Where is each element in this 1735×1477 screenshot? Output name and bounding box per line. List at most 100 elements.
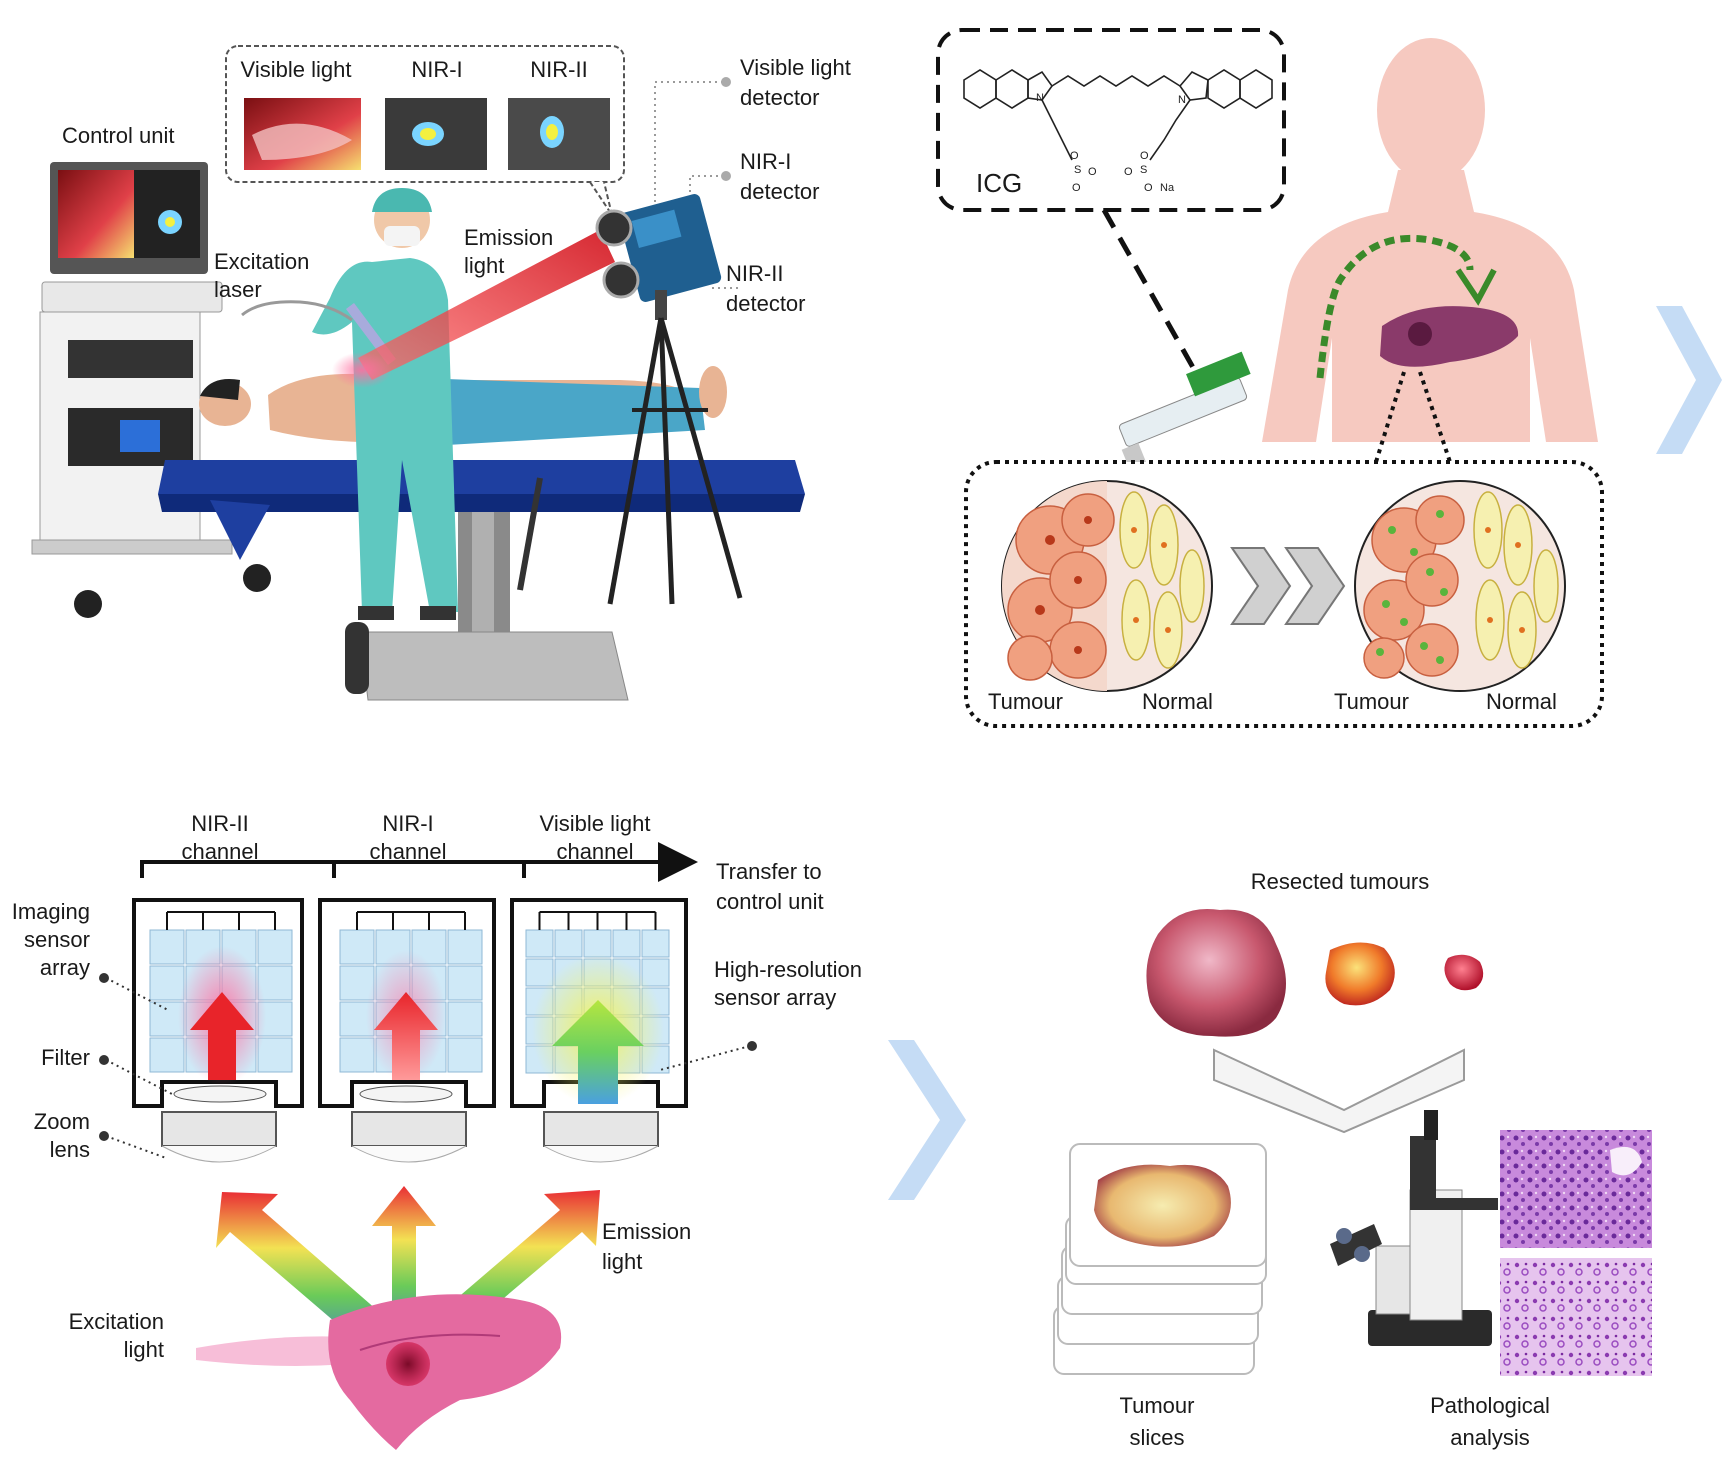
zoom-lens-label-1: Zoom bbox=[33, 1109, 90, 1134]
chem-o-4: O bbox=[1140, 150, 1149, 162]
pathology-label-1: Pathological bbox=[1430, 1393, 1550, 1418]
panel-a-clinical-setup bbox=[31, 45, 805, 701]
imaging-sensor-label-3: array bbox=[39, 955, 90, 980]
injection-dashed-line bbox=[1101, 208, 1211, 396]
excitation-laser-label-1: Excitation bbox=[214, 249, 310, 274]
resected-tumours-label: Resected tumours bbox=[1250, 869, 1430, 894]
sensor-pixel bbox=[447, 1037, 483, 1073]
channel-label-nir1-1: NIR-I bbox=[382, 811, 434, 836]
sensor-pixel bbox=[447, 965, 483, 1001]
micro-view-after bbox=[1354, 480, 1566, 692]
chem-o-6: O bbox=[1144, 182, 1153, 194]
emission-beam bbox=[332, 230, 615, 388]
microscope-icon bbox=[1330, 1110, 1498, 1346]
icg-structure-drawing bbox=[963, 69, 1273, 161]
zoom-lens-group bbox=[161, 1111, 659, 1163]
excitation-laser-label-2: laser bbox=[214, 277, 262, 302]
sensor-pixel bbox=[149, 929, 185, 965]
micro-label-normal-1: Normal bbox=[1142, 689, 1213, 714]
sensor-pixel bbox=[339, 1037, 375, 1073]
sensor-pixel bbox=[257, 929, 293, 965]
sensor-pixel bbox=[149, 1037, 185, 1073]
resected-tumours bbox=[1146, 909, 1484, 1037]
micro-view-before bbox=[1001, 480, 1213, 692]
channel-label-nir1-2: channel bbox=[369, 839, 447, 864]
channel-label-visible-2: channel bbox=[556, 839, 634, 864]
syringe-icon bbox=[1118, 351, 1251, 478]
flow-chevron-down-icon bbox=[1213, 1048, 1465, 1134]
chem-o-2: O bbox=[1088, 166, 1097, 178]
sensor-pixel bbox=[149, 965, 185, 1001]
hires-sensor-label-1: High-resolution bbox=[714, 957, 862, 982]
micro-label-tumour-2: Tumour bbox=[1334, 689, 1409, 714]
sensor-pixel bbox=[447, 929, 483, 965]
sensor-pixel bbox=[525, 929, 554, 958]
nir1-detector-label-2: detector bbox=[740, 179, 820, 204]
transfer-label-1: Transfer to bbox=[716, 859, 822, 884]
preview-label-nir2: NIR-II bbox=[530, 57, 588, 82]
tumour-slices-label-1: Tumour bbox=[1119, 1393, 1195, 1418]
visible-detector-label-2: detector bbox=[740, 85, 820, 110]
imaging-sensor-label-1: Imaging bbox=[11, 899, 90, 924]
flow-chevron-right-icon bbox=[1656, 306, 1722, 454]
chem-na: Na bbox=[1160, 182, 1175, 194]
flow-chevron-right-icon bbox=[888, 1040, 966, 1200]
liver-icon bbox=[1380, 306, 1519, 367]
micro-label-normal-2: Normal bbox=[1486, 689, 1557, 714]
nir1-internal-arrow bbox=[374, 992, 438, 1080]
liver-icon bbox=[328, 1294, 562, 1450]
visible-detector-label-1: Visible light bbox=[740, 55, 851, 80]
detector-leaders bbox=[654, 81, 740, 289]
excitation-light-label-1: Excitation bbox=[68, 1309, 164, 1334]
chem-o-1: O bbox=[1070, 150, 1079, 162]
transfer-label-2: control unit bbox=[716, 889, 824, 914]
sensor-pixel bbox=[339, 929, 375, 965]
filter-label: Filter bbox=[41, 1045, 90, 1070]
nir1-detector-label-1: NIR-I bbox=[740, 149, 792, 174]
micro-view-arrows bbox=[1230, 547, 1346, 625]
camera-detector-icon bbox=[595, 194, 743, 605]
human-body-icon bbox=[1262, 38, 1598, 442]
histology-image-bottom bbox=[1500, 1258, 1652, 1376]
emission-light-c-label-1: Emission bbox=[602, 1219, 692, 1244]
channel-label-nir2-2: channel bbox=[181, 839, 259, 864]
operating-table bbox=[158, 460, 805, 701]
visible-internal-arrow bbox=[552, 1000, 644, 1104]
panel-d-pathology bbox=[1053, 909, 1652, 1376]
tumour-slices-stack bbox=[1053, 1143, 1267, 1375]
panel-c-channels bbox=[99, 842, 757, 1450]
chem-n-left: N bbox=[1036, 92, 1044, 104]
panel-b-probe bbox=[936, 28, 1722, 728]
chem-s-left: S bbox=[1074, 164, 1082, 176]
channel-label-visible-1: Visible light bbox=[539, 811, 651, 836]
micro-label-tumour-1: Tumour bbox=[988, 689, 1063, 714]
sensor-pixel bbox=[612, 929, 641, 958]
nir2-internal-arrow bbox=[190, 992, 254, 1080]
channel-label-nir2-1: NIR-II bbox=[191, 811, 249, 836]
chem-o-5: O bbox=[1124, 166, 1133, 178]
chem-o-3: O bbox=[1072, 182, 1081, 194]
imaging-sensor-label-2: sensor bbox=[23, 927, 90, 952]
sensor-pixel bbox=[257, 1037, 293, 1073]
control-unit-cart-icon bbox=[31, 162, 271, 618]
nir2-detector-label-2: detector bbox=[726, 291, 806, 316]
preview-label-nir1: NIR-I bbox=[411, 57, 463, 82]
chem-n-right: N bbox=[1178, 94, 1186, 106]
nir2-detector-label-1: NIR-II bbox=[726, 261, 784, 286]
preview-bubble bbox=[225, 45, 625, 216]
icg-label: ICG bbox=[976, 168, 1023, 198]
sensor-pixel bbox=[583, 929, 612, 958]
pathology-label-2: analysis bbox=[1450, 1425, 1530, 1450]
sensor-pixel bbox=[447, 1001, 483, 1037]
chem-s-right: S bbox=[1140, 164, 1148, 176]
laser-fibre bbox=[241, 300, 353, 322]
sensor-pixel bbox=[554, 929, 583, 958]
tumour-slices-label-2: slices bbox=[1129, 1425, 1185, 1450]
control-unit-label: Control unit bbox=[62, 123, 175, 148]
emission-light-label-2: light bbox=[464, 253, 505, 278]
preview-label-visible: Visible light bbox=[240, 57, 352, 82]
hires-sensor-label-2: sensor array bbox=[714, 985, 837, 1010]
emission-light-label-1: Emission bbox=[464, 225, 554, 250]
excitation-light-label-2: light bbox=[123, 1337, 164, 1362]
